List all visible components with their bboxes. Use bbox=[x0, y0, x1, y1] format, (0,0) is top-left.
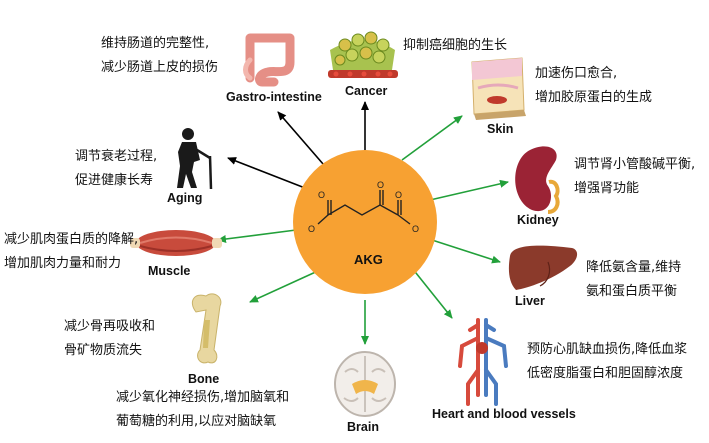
arrow-to-kidney bbox=[429, 179, 509, 201]
svg-text:O: O bbox=[308, 224, 315, 234]
desc-heart: 预防心肌缺血损伤,降低血浆低密度脂蛋白和胆固醇浓度 bbox=[527, 342, 688, 381]
muscle-icon bbox=[130, 230, 222, 256]
desc-gastro: 维持肠道的完整性,减少肠道上皮的损伤 bbox=[101, 36, 219, 75]
intestine-icon bbox=[243, 33, 295, 87]
desc-skin: 加速伤口愈合,增加胶原蛋白的生成 bbox=[535, 66, 653, 105]
brain-icon bbox=[334, 351, 396, 417]
arrow-to-aging bbox=[227, 157, 306, 189]
desc-liver: 降低氨含量,维持氨和蛋白质平衡 bbox=[586, 260, 682, 299]
svg-text:O: O bbox=[377, 180, 384, 190]
label-kidney: Kidney bbox=[517, 213, 559, 227]
arrow-to-heart bbox=[411, 267, 453, 319]
desc-cancer: 抑制癌细胞的生长 bbox=[403, 38, 508, 53]
label-heart: Heart and blood vessels bbox=[432, 407, 576, 421]
akg-circle bbox=[293, 150, 437, 294]
cancer-cells-icon bbox=[328, 31, 398, 78]
arrow-to-skin bbox=[401, 115, 463, 161]
svg-text:O: O bbox=[412, 224, 419, 234]
arrow-to-liver bbox=[431, 239, 501, 264]
svg-text:O: O bbox=[318, 190, 325, 200]
heart-vessels-icon bbox=[458, 318, 508, 406]
label-muscle: Muscle bbox=[148, 264, 191, 278]
desc-aging: 调节衰老过程,促进健康长寿 bbox=[75, 149, 158, 188]
arrow-to-bone bbox=[249, 269, 321, 303]
liver-icon bbox=[508, 245, 578, 290]
desc-kidney: 调节肾小管酸碱平衡,增强肾功能 bbox=[574, 157, 696, 196]
label-cancer: Cancer bbox=[345, 84, 388, 98]
desc-brain: 减少氧化神经损伤,增加脑氧和葡萄糖的利用,以应对脑缺氧 bbox=[116, 390, 290, 429]
desc-bone: 减少骨再吸收和骨矿物质流失 bbox=[64, 319, 156, 358]
akg-center: O O O O O bbox=[293, 150, 437, 294]
kidney-icon bbox=[515, 146, 560, 214]
skin-icon bbox=[471, 57, 526, 120]
label-skin: Skin bbox=[487, 122, 514, 136]
label-liver: Liver bbox=[515, 294, 545, 308]
label-aging: Aging bbox=[167, 191, 203, 205]
akg-label: AKG bbox=[354, 252, 383, 267]
label-brain: Brain bbox=[347, 420, 379, 434]
arrows bbox=[217, 101, 509, 345]
desc-muscle: 减少肌肉蛋白质的降解,增加肌肉力量和耐力 bbox=[4, 232, 139, 271]
label-bone: Bone bbox=[188, 372, 220, 386]
elderly-person-icon bbox=[177, 128, 213, 190]
label-gastro: Gastro-intestine bbox=[226, 90, 322, 104]
svg-text:O: O bbox=[395, 190, 402, 200]
arrow-to-gastro bbox=[277, 111, 331, 173]
arrow-to-muscle bbox=[217, 229, 297, 243]
bone-icon bbox=[191, 293, 222, 364]
akg-molecule-icon bbox=[317, 190, 411, 225]
